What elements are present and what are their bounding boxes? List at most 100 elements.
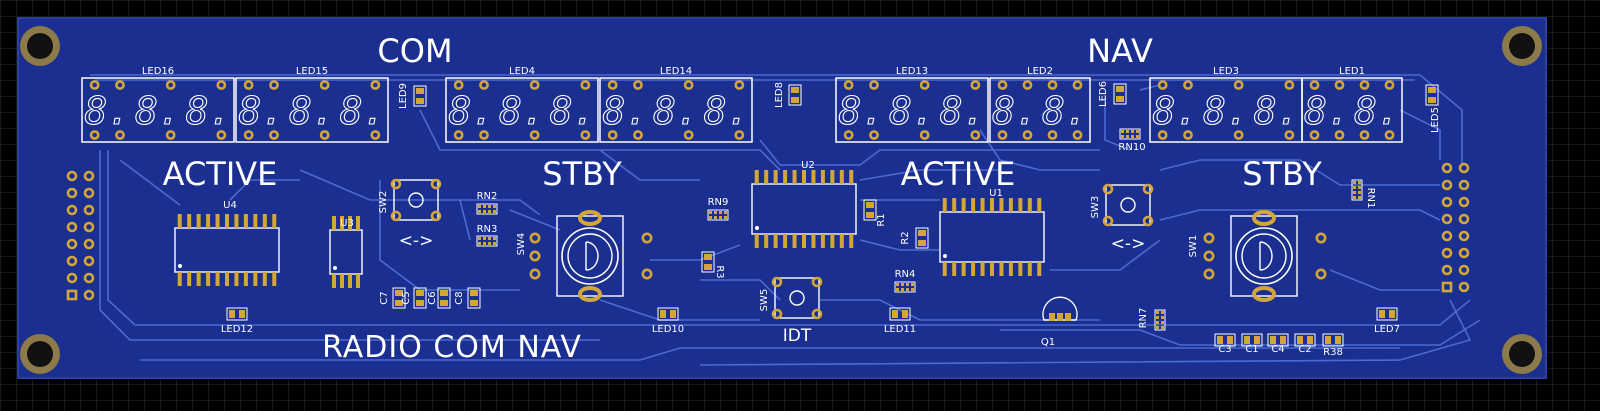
smd-part: LED12 (221, 307, 253, 335)
smd-part: C1 (1241, 333, 1263, 355)
display-digit: 8. (1354, 89, 1400, 133)
part-ref: R38 (1323, 347, 1343, 358)
switch-ref: SW2 (378, 191, 389, 214)
part-ref: C1 (1245, 344, 1258, 355)
part-ref: C7 (379, 291, 390, 304)
display-ref: LED14 (660, 66, 692, 77)
switch-footprint: SW1 (1188, 235, 1199, 258)
smd-part: LED6 (1098, 81, 1127, 107)
rn-ref: RN9 (708, 197, 729, 208)
display-digit: 8. (838, 89, 884, 133)
part-ref: LED5 (1430, 107, 1441, 133)
ic-package: U3 (329, 216, 363, 288)
part-ref: C6 (427, 291, 438, 304)
smd-part: C2 (1294, 333, 1316, 355)
display-digit: 8. (550, 89, 596, 133)
display-digit: 8. (992, 89, 1038, 133)
display-digit: 8. (704, 89, 750, 133)
display-digit: 8. (186, 89, 232, 133)
resistor-network: RN9 (707, 197, 729, 221)
ic-package: U2 (751, 160, 857, 248)
rn-ref: RN7 (1138, 308, 1149, 329)
smd-part: C3 (1214, 333, 1236, 355)
smd-part: R2 (900, 227, 929, 249)
switch-footprint: SW5 (759, 276, 823, 320)
display-digit: 8. (1304, 89, 1350, 133)
ic-ref: U3 (340, 218, 354, 229)
smd-part: C6 (427, 287, 451, 309)
mounting-hole (1502, 26, 1542, 66)
smd-part: C7 (379, 287, 406, 309)
rn-ref: RN3 (477, 224, 498, 235)
label-idt: IDT (783, 326, 812, 346)
ic-package: U4 (174, 200, 280, 286)
part-ref: LED7 (1374, 324, 1400, 335)
rn-ref: RN4 (895, 269, 916, 280)
part-ref: C2 (1298, 344, 1311, 355)
display-digit: 8. (84, 89, 130, 133)
part-ref: LED12 (221, 324, 253, 335)
swap-arrow-left: <-> (399, 231, 434, 251)
mounting-hole (20, 26, 60, 66)
mounting-hole (20, 334, 60, 374)
part-ref: R1 (876, 213, 887, 226)
part-ref: C4 (1271, 344, 1284, 355)
display-ref: LED16 (142, 66, 174, 77)
pin-header (66, 170, 95, 301)
ic-ref: U1 (989, 188, 1003, 199)
resistor-network: RN7 (1138, 308, 1166, 331)
smd-part: LED11 (884, 307, 916, 335)
resistor-network: RN4 (894, 269, 916, 293)
part-ref: R3 (714, 265, 725, 278)
smd-part: R3 (701, 251, 725, 279)
switch-footprint: SW3 (1090, 183, 1154, 227)
smd-part: R38 (1322, 333, 1344, 358)
display-digit: 8. (1042, 89, 1088, 133)
title-com: COM (377, 32, 452, 70)
switch-ref: SW5 (759, 289, 770, 312)
smd-part: LED9 (398, 83, 427, 109)
ic-package: U1 (939, 188, 1045, 276)
rotary-encoder (529, 210, 653, 302)
mounting-hole (1502, 334, 1542, 374)
rn-ref: RN2 (477, 191, 498, 202)
display-ref: LED4 (509, 66, 535, 77)
silkscreen-labels: COM NAV ACTIVE STBY ACTIVE STBY RADIO CO… (163, 32, 1323, 365)
display-digit: 8. (448, 89, 494, 133)
label-stby-right: STBY (1242, 155, 1322, 193)
pin-headers (66, 162, 1470, 301)
display-digit: 8. (1152, 89, 1198, 133)
display-digit: 8. (238, 89, 284, 133)
rn-ref: RN10 (1118, 142, 1145, 153)
part-ref: LED6 (1098, 81, 1109, 107)
display-digit: 8. (889, 89, 935, 133)
resistor-network: RN1 (1351, 179, 1376, 208)
display-ref: LED13 (896, 66, 928, 77)
swap-arrow-right: <-> (1111, 234, 1146, 254)
ic-ref: U2 (801, 160, 815, 171)
label-radio-com-nav: RADIO COM NAV (322, 330, 582, 365)
switch-footprint: SW2 (378, 178, 442, 222)
smd-part: LED5 (1425, 84, 1441, 133)
display-ref: LED15 (296, 66, 328, 77)
smd-part: R1 (863, 199, 887, 227)
switch-footprint: SW4 (516, 233, 527, 256)
switch-ref: SW3 (1090, 196, 1101, 219)
display-digit: 8. (1254, 89, 1300, 133)
part-ref: C5 (401, 291, 412, 304)
smd-part: LED10 (652, 307, 684, 335)
smd-part: C4 (1267, 333, 1289, 355)
ic-ref: U4 (223, 200, 237, 211)
display-ref: LED2 (1027, 66, 1053, 77)
part-ref: LED11 (884, 324, 916, 335)
display-digit: 8. (653, 89, 699, 133)
display-digit: 8. (340, 89, 386, 133)
